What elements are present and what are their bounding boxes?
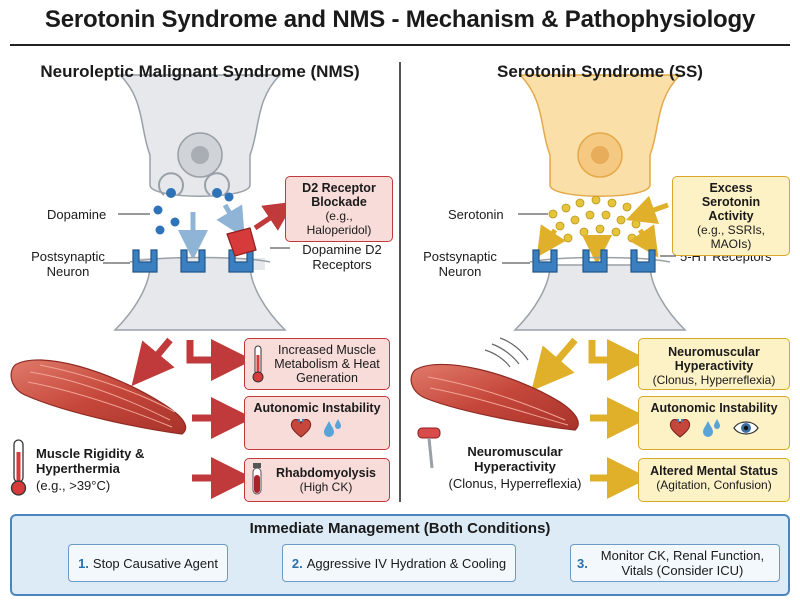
excess-serotonin-example: (e.g., SSRIs, MAOIs)	[696, 223, 766, 251]
thermometer-icon	[10, 439, 27, 496]
excess-serotonin-title: Excess Serotonin Activity	[701, 181, 761, 223]
ss-presynaptic-neuron	[518, 74, 682, 197]
blood-tube-icon	[252, 463, 262, 495]
eye-icon	[733, 421, 759, 435]
nms-presynaptic-neuron	[118, 74, 282, 198]
ss-muscle-sub: (Clonus, Hyperreflexia)	[448, 476, 582, 491]
dopamine-label: Dopamine	[47, 207, 107, 222]
d2-blocker-drug	[226, 227, 257, 257]
heart-icon	[669, 419, 691, 438]
step-text: Aggressive IV Hydration & Cooling	[306, 555, 507, 571]
rigidity-sub: (e.g., >39°C)	[36, 478, 111, 493]
step-text: Monitor CK, Renal Function, Vitals (Cons…	[600, 548, 765, 578]
reflex-hammer-icon	[417, 427, 441, 469]
nms-panel-title: Neuroleptic Malignant Syndrome (NMS)	[40, 62, 360, 81]
management-step-1: 1. Stop Causative Agent	[68, 544, 228, 582]
page-title: Serotonin Syndrome and NMS - Mechanism &…	[44, 6, 756, 33]
step-text: Stop Causative Agent	[92, 555, 218, 571]
ss-autonomic-title: Autonomic Instability	[650, 401, 778, 415]
ss-autonomic-box: Autonomic Instability	[638, 396, 790, 450]
thermometer-icon	[252, 345, 264, 383]
5ht-receptors	[532, 249, 656, 273]
rhabdo-box: Rhabdomyolysis (High CK)	[244, 458, 390, 502]
mental-status-box: Altered Mental Status (Agitation, Confus…	[638, 458, 790, 502]
ss-neuromuscular-box: Neuromuscular Hyperactivity (Clonus, Hyp…	[638, 338, 790, 390]
mental-status-title: Altered Mental Status	[650, 464, 778, 478]
step-number: 2.	[291, 555, 303, 571]
ss-muscle-illustration	[410, 337, 579, 431]
step-number: 3.	[577, 555, 588, 571]
management-title: Immediate Management (Both Conditions)	[249, 520, 551, 537]
d2-blockade-title: D2 Receptor Blockade	[302, 181, 376, 209]
nms-muscle-illustration	[10, 359, 187, 435]
nms-autonomic-box: Autonomic Instability	[244, 396, 390, 450]
management-step-2: 2. Aggressive IV Hydration & Cooling	[282, 544, 516, 582]
rigidity-title: Muscle Rigidity & Hyperthermia	[36, 446, 145, 476]
ss-muscle-title: Neuromuscular Hyperactivity	[467, 444, 563, 474]
management-step-3: 3. Monitor CK, Renal Function, Vitals (C…	[570, 544, 780, 582]
d2-receptors-label: Dopamine D2 Receptors	[302, 242, 382, 272]
mental-status-sub: (Agitation, Confusion)	[656, 478, 772, 492]
d2-blockade-example: (e.g., Haloperidol)	[306, 209, 372, 237]
nms-postsynaptic-label: Postsynaptic Neuron	[31, 249, 105, 279]
sweat-drops-icon	[324, 419, 341, 437]
heart-icon	[290, 419, 312, 438]
nms-autonomic-title: Autonomic Instability	[253, 401, 381, 415]
d2-blockade-box: D2 Receptor Blockade (e.g., Haloperidol)	[285, 176, 393, 242]
sweat-drops-icon	[703, 419, 720, 437]
step-number: 1.	[78, 555, 89, 571]
ss-neuromuscular-box-title: Neuromuscular Hyperactivity	[668, 345, 760, 373]
rhabdo-title: Rhabdomyolysis	[275, 466, 377, 480]
panel-divider	[399, 62, 401, 502]
ss-panel-title: Serotonin Syndrome (SS)	[497, 62, 703, 81]
rhabdo-sub: (High CK)	[299, 480, 353, 494]
ss-postsynaptic-label: Postsynaptic Neuron	[423, 249, 497, 279]
serotonin-label: Serotonin	[448, 207, 504, 222]
title-divider	[10, 44, 790, 46]
metabolism-text: Increased Muscle Metabolism & Heat Gener…	[274, 343, 380, 385]
serotonin-molecules	[548, 195, 650, 243]
metabolism-box: Increased Muscle Metabolism & Heat Gener…	[244, 338, 390, 390]
ss-neuromuscular-box-sub: (Clonus, Hyperreflexia)	[652, 373, 776, 387]
excess-serotonin-box: Excess Serotonin Activity (e.g., SSRIs, …	[672, 176, 790, 256]
